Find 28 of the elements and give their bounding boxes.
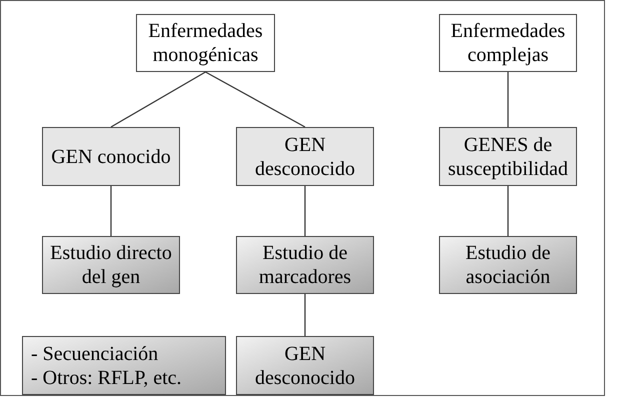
connector-line xyxy=(304,294,306,336)
box-text: GEN desconocido xyxy=(254,342,356,390)
box-text: Estudio directo del gen xyxy=(49,241,173,289)
box-text: - Otros: RFLP, etc. xyxy=(31,366,182,390)
connector-line xyxy=(507,186,509,236)
process-box xyxy=(42,127,180,186)
box-text: GENES de susceptibilidad xyxy=(447,132,569,180)
process-box xyxy=(236,336,374,395)
box-text: - Secuenciación xyxy=(31,342,158,366)
process-box xyxy=(136,14,275,72)
connector-line xyxy=(110,186,112,236)
process-box xyxy=(42,236,180,294)
box-text: GEN conocido xyxy=(51,144,171,168)
box-text: Estudio de asociación xyxy=(464,241,552,289)
process-box xyxy=(439,236,577,294)
connector-line xyxy=(304,186,306,236)
box-text: Enfermedades complejas xyxy=(450,19,566,67)
box-text: Enfermedades monogénicas xyxy=(147,19,264,67)
box-text: Estudio de marcadores xyxy=(258,241,352,289)
process-box xyxy=(236,127,374,186)
connector-line xyxy=(205,71,306,128)
box-text: GEN desconocido xyxy=(254,132,356,180)
connector-line xyxy=(507,72,509,127)
process-box xyxy=(236,236,374,294)
process-box xyxy=(439,14,577,72)
connector-line xyxy=(110,71,206,128)
process-box xyxy=(439,127,577,186)
process-box xyxy=(22,336,226,395)
